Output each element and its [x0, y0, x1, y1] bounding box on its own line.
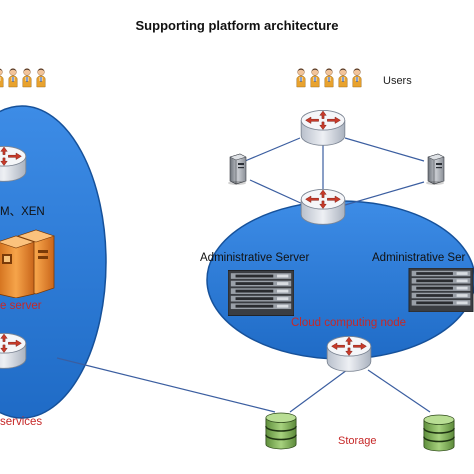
router-cloud-icon — [326, 336, 372, 372]
server-tower-left-icon — [227, 153, 247, 185]
users-label: Users — [383, 75, 412, 87]
storage-left-icon — [265, 412, 297, 450]
server-tower-right-icon — [425, 153, 445, 185]
admin-server-right-label: Administrative Ser — [372, 252, 466, 264]
router-top-icon — [300, 110, 346, 146]
storage-label: Storage — [338, 435, 377, 447]
network-links — [56, 137, 431, 413]
router-left-bottom-icon — [0, 333, 27, 369]
cloud-node-label: Cloud computing node — [291, 317, 407, 329]
rack-server-right-icon — [408, 268, 474, 312]
users-group-left — [0, 68, 46, 88]
users-group-right — [296, 68, 362, 88]
services-label: services — [0, 416, 43, 428]
local-server-label: e server — [0, 300, 42, 312]
hypervisor-label: M、XEN — [0, 206, 45, 218]
router-gateway-icon — [300, 189, 346, 225]
rack-server-left-icon — [228, 270, 294, 316]
router-left-top-icon — [0, 146, 27, 182]
diagram-title: Supporting platform architecture — [135, 18, 339, 33]
admin-server-left-label: Administrative Server — [200, 252, 310, 264]
local-server-icon — [0, 229, 55, 298]
storage-right-icon — [423, 414, 455, 452]
